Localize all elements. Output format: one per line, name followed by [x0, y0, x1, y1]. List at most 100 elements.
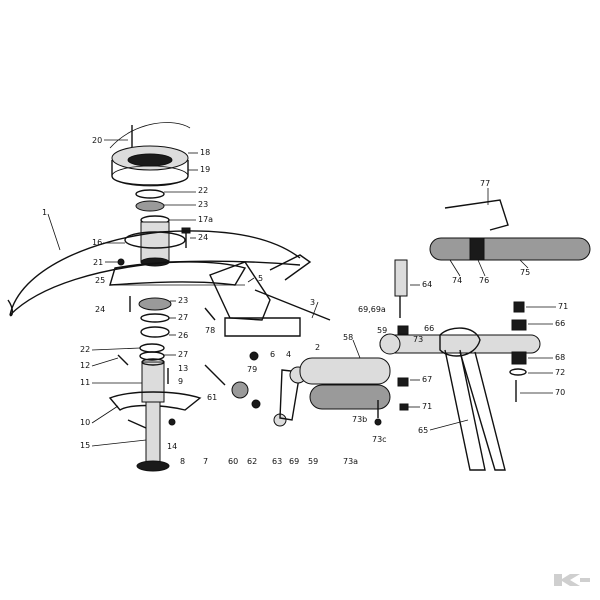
label-58: 58	[343, 333, 353, 342]
ring-27	[140, 313, 170, 323]
label-5: 5	[258, 274, 263, 283]
grip-75	[429, 237, 591, 261]
label-70: 70	[555, 388, 565, 397]
label-72: 72	[555, 368, 565, 377]
label-27: 27	[178, 313, 188, 322]
mount-plate-2	[224, 317, 301, 337]
leader-lines	[47, 139, 556, 447]
rod-3	[254, 289, 331, 321]
pointer-arc	[109, 122, 191, 149]
label-69: 69	[289, 457, 299, 466]
washer-22	[135, 189, 165, 199]
label-60: 60	[228, 457, 238, 466]
nut-14	[168, 418, 176, 426]
clamp-4	[269, 254, 312, 281]
label-18: 18	[200, 148, 210, 157]
label-1: 1	[42, 208, 47, 217]
blade-1-tip	[7, 299, 14, 317]
housing-9	[141, 361, 165, 403]
nut-73c	[374, 418, 382, 426]
label-24b: 24	[95, 305, 105, 314]
label-61: 61	[207, 393, 217, 402]
bolt-78	[204, 307, 216, 321]
label-24: 24	[198, 233, 208, 242]
label-17a: 17a	[198, 215, 213, 224]
label-71: 71	[422, 402, 432, 411]
lever-77	[444, 199, 509, 231]
label-22: 22	[198, 186, 208, 195]
label-20: 20	[92, 136, 102, 145]
label-73b: 73b	[352, 415, 367, 424]
handle-bar-65b	[459, 351, 506, 471]
nut-79	[249, 351, 259, 361]
shaft-15	[145, 401, 161, 465]
label-74: 74	[452, 276, 462, 285]
label-66: 66	[424, 324, 434, 333]
rotor-drum-edge	[111, 165, 189, 187]
label-23b: 23	[178, 296, 188, 305]
label-12: 12	[80, 361, 90, 370]
shaft-foot	[136, 460, 170, 472]
spring-coil	[439, 327, 481, 357]
seal-26	[140, 326, 170, 338]
label-25: 25	[95, 276, 105, 285]
label-73c: 73c	[372, 435, 387, 444]
label-6: 6	[270, 350, 275, 359]
label-10: 10	[80, 418, 90, 427]
label-75: 75	[520, 268, 530, 277]
grip-band-76	[469, 237, 485, 261]
washer-62	[251, 399, 261, 409]
label-2: 2	[315, 343, 320, 352]
label-11: 11	[80, 378, 90, 387]
plate-25	[109, 261, 247, 286]
label-19: 19	[200, 165, 210, 174]
rotor-hub-18	[127, 153, 173, 167]
label-78: 78	[205, 326, 215, 335]
nut-71a	[399, 403, 409, 411]
label-3: 3	[310, 298, 315, 307]
block-67	[397, 377, 409, 387]
label-79: 79	[247, 365, 257, 374]
label-71b: 71	[558, 302, 568, 311]
label-64: 64	[422, 280, 432, 289]
knob-60	[231, 381, 249, 399]
k-brand-logo-icon	[554, 574, 590, 586]
label-69-69a: 69,69a	[358, 305, 386, 314]
tube-73a	[309, 384, 391, 410]
label-4: 4	[286, 350, 291, 359]
nut-71b	[513, 301, 525, 313]
housing-top	[141, 358, 165, 366]
rotor-drum-19	[111, 160, 189, 186]
label-22b: 22	[80, 345, 90, 354]
label-66b: 66	[555, 319, 565, 328]
label-16: 16	[92, 238, 102, 247]
label-68: 68	[555, 353, 565, 362]
label-15: 15	[80, 441, 90, 450]
label-14: 14	[167, 442, 177, 451]
label-23: 23	[198, 200, 208, 209]
label-73: 73	[413, 335, 423, 344]
label-8: 8	[180, 457, 185, 466]
label-73a: 73a	[343, 457, 358, 466]
skid-10	[108, 391, 202, 411]
bearing-23b	[138, 297, 172, 311]
clamp-66b	[511, 319, 527, 331]
collar-59b	[379, 333, 401, 355]
label-63: 63	[272, 457, 282, 466]
handle-bar-65	[444, 349, 486, 471]
washer-72	[509, 368, 527, 376]
bolt-61	[204, 364, 226, 386]
label-76: 76	[479, 276, 489, 285]
label-59: 59	[308, 457, 318, 466]
blade-1-top	[9, 230, 301, 316]
pin-12	[117, 354, 129, 366]
label-13: 13	[178, 364, 188, 373]
hub-body-16	[140, 221, 170, 263]
label-62: 62	[247, 457, 257, 466]
label-27b: 27	[178, 350, 188, 359]
clamp-68	[511, 351, 527, 365]
lever-11	[127, 419, 147, 429]
label-21: 21	[93, 258, 103, 267]
